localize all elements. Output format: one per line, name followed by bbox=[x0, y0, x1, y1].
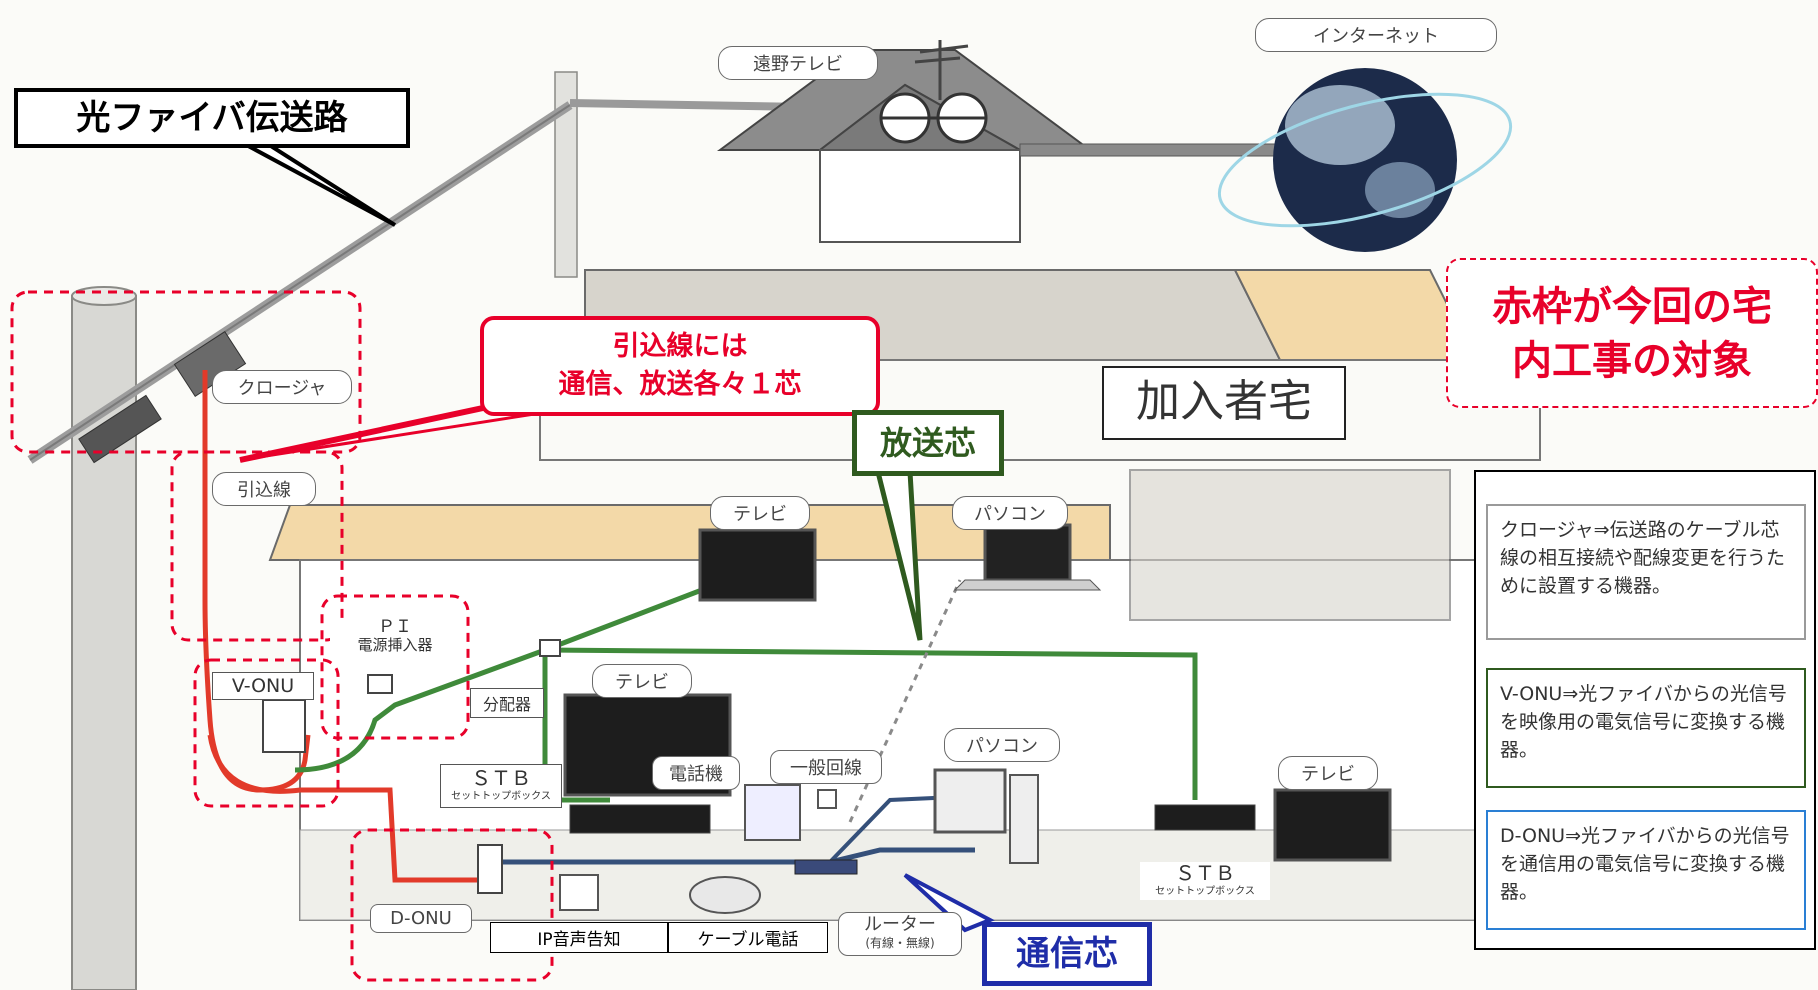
d-onu-label: D-ONU bbox=[370, 904, 472, 933]
router-label: ルーター (有線・無線) bbox=[838, 912, 962, 956]
ip-voice-device bbox=[559, 874, 599, 911]
drop-wire-label: 引込線 bbox=[212, 472, 316, 506]
v-onu-device bbox=[262, 699, 306, 753]
fiber-cable-hi bbox=[29, 104, 571, 461]
router-device bbox=[794, 859, 858, 875]
frame-closure bbox=[10, 290, 362, 454]
pi-line-1: ＰＩ bbox=[378, 617, 412, 637]
v-onu-label: V-ONU bbox=[212, 672, 314, 700]
pc-1-screen bbox=[983, 523, 1072, 582]
stb-1-device bbox=[569, 804, 711, 834]
drop-wire-callout: 引込線には 通信、放送各々１芯 bbox=[480, 316, 880, 416]
tv-3-screen bbox=[1273, 788, 1392, 862]
general-line-label: 一般回線 bbox=[770, 750, 882, 784]
tv-1-label: テレビ bbox=[710, 496, 810, 530]
tono-tv-label: 遠野テレビ bbox=[718, 46, 878, 80]
splitter-device bbox=[539, 639, 561, 657]
red-frame-note-line-2: 内工事の対象 bbox=[1512, 338, 1752, 384]
legend-d-onu: D-ONU⇒光ファイバからの光信号を通信用の電気信号に変換する機器。 bbox=[1486, 810, 1806, 930]
stb-2-line-1: ＳＴＢ bbox=[1175, 861, 1235, 885]
comm-core-callout: 通信芯 bbox=[982, 922, 1152, 986]
pi-injector-device bbox=[367, 674, 393, 694]
pc-2-monitor bbox=[933, 768, 1007, 834]
closure-label: クロージャ bbox=[212, 370, 352, 404]
stb-1-line-2: セットトップボックス bbox=[451, 791, 551, 802]
drop-wire-callout-line-2: 通信、放送各々１芯 bbox=[558, 369, 802, 400]
legend-panel: クロージャ⇒伝送路のケーブル芯線の相互接続や配線変更を行うために設置する機器。 … bbox=[1474, 470, 1816, 950]
globe-orbit bbox=[1217, 92, 1513, 228]
tv-2-label: テレビ bbox=[592, 664, 692, 698]
frame-drop-wire bbox=[170, 450, 344, 642]
router-line-2: (有線・無線) bbox=[865, 936, 935, 950]
stb-2-line-2: セットトップボックス bbox=[1155, 886, 1255, 897]
frame-donu bbox=[350, 828, 554, 982]
wifi-link bbox=[848, 579, 962, 823]
pi-line-2: 電源挿入器 bbox=[357, 636, 433, 654]
coax-line-1 bbox=[294, 647, 546, 773]
frame-pi bbox=[320, 594, 470, 740]
legend-v-onu: V-ONU⇒光ファイバからの光信号を映像用の電気信号に変換する機器。 bbox=[1486, 668, 1806, 788]
subscriber-home-label: 加入者宅 bbox=[1102, 366, 1346, 440]
right-wing-roof bbox=[1129, 469, 1451, 621]
pc-2-label: パソコン bbox=[944, 728, 1060, 762]
utility-pole-top bbox=[71, 286, 137, 306]
closure-box-2 bbox=[78, 394, 162, 464]
fiber-to-donu bbox=[207, 734, 485, 883]
stb-2-device bbox=[1154, 804, 1256, 831]
legend-closure: クロージャ⇒伝送路のケーブル芯線の相互接続や配線変更を行うために設置する機器。 bbox=[1486, 504, 1806, 640]
pc-2-tower bbox=[1009, 774, 1039, 864]
fiber-route-callout: 光ファイバ伝送路 bbox=[14, 88, 410, 148]
wall-jack bbox=[817, 789, 837, 809]
station-wall bbox=[819, 149, 1021, 243]
red-frame-note-line-1: 赤枠が今回の宅 bbox=[1492, 284, 1772, 330]
stb-1-line-1: ＳＴＢ bbox=[471, 766, 531, 790]
broadcast-core-callout: 放送芯 bbox=[852, 410, 1004, 476]
ip-voice-label: IP音声告知 bbox=[490, 922, 668, 953]
d-onu-device bbox=[477, 844, 503, 894]
cable-phone-label: ケーブル電話 bbox=[668, 922, 828, 953]
drop-wire-callout-line-1: 引込線には bbox=[612, 331, 748, 362]
telephone-device bbox=[744, 784, 801, 841]
red-frame-note: 赤枠が今回の宅 内工事の対象 bbox=[1446, 258, 1818, 408]
router-line-1: ルーター bbox=[864, 914, 936, 935]
pi-injector-label: ＰＩ 電源挿入器 bbox=[330, 618, 460, 654]
comm-callout-pointer bbox=[903, 873, 995, 933]
telephone-label: 電話機 bbox=[652, 756, 740, 790]
internet-label: インターネット bbox=[1255, 18, 1497, 52]
stb-2-label: ＳＴＢ セットトップボックス bbox=[1140, 862, 1270, 900]
splitter-label: 分配器 bbox=[470, 688, 544, 718]
cable-phone-device bbox=[689, 876, 761, 914]
stb-1-label: ＳＴＢ セットトップボックス bbox=[440, 764, 562, 808]
coax-line-3 bbox=[544, 647, 1198, 800]
tv-1-screen bbox=[698, 528, 817, 602]
far-pole bbox=[554, 71, 578, 278]
lan-line bbox=[485, 847, 975, 865]
tv-3-label: テレビ bbox=[1278, 756, 1378, 790]
frame-vonu bbox=[193, 658, 340, 808]
pc-1-label: パソコン bbox=[952, 496, 1068, 530]
